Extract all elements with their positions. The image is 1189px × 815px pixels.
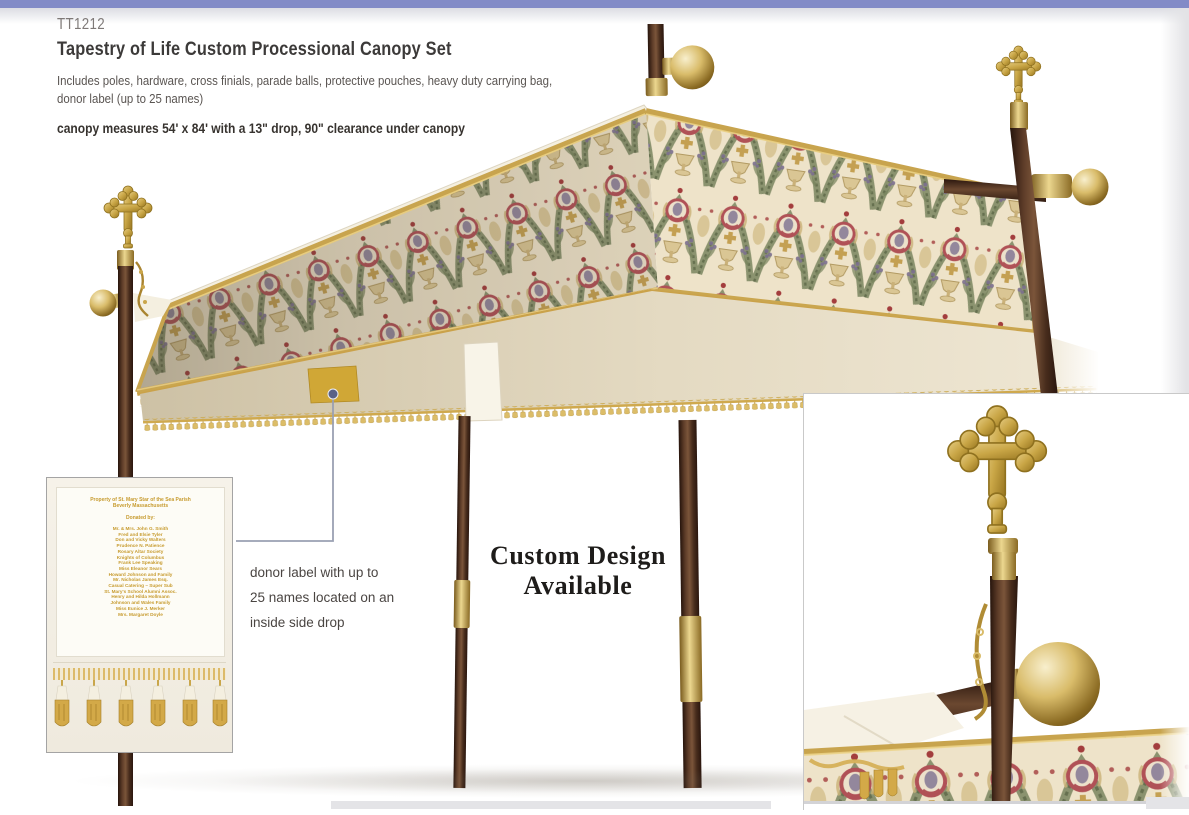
custom-design-line: Available	[523, 571, 633, 600]
donor-name: Miss Eunice J. Merker	[116, 605, 165, 611]
label-tassel-row	[54, 680, 228, 727]
donor-name: Rosary Altar Society	[117, 548, 164, 554]
right-pole-assembly	[944, 45, 1109, 396]
product-title: Tapestry of Life Custom Processional Can…	[57, 39, 452, 60]
gold-tassel-cluster	[859, 768, 898, 800]
donor-label-on-canopy	[307, 365, 360, 404]
donor-caption-line: donor label with up to	[250, 565, 379, 580]
donor-name: Don and Vicky Walters	[115, 537, 166, 543]
donor-name: Mr. Nicholas James Esq.	[113, 577, 168, 583]
donor-name: Mrs. Margaret Doyle	[118, 611, 163, 617]
donor-name: Frank Lee Speaking	[118, 560, 163, 566]
donor-caption-line: inside side drop	[250, 615, 345, 630]
donor-name: Knights of Columbus	[116, 554, 165, 560]
product-header: TT1212 Tapestry of Life Custom Processio…	[57, 16, 590, 136]
canopy-fabric-corner	[804, 692, 964, 756]
pole-fabric-flap	[463, 341, 503, 422]
right-pole	[1010, 128, 1058, 396]
product-description-line1: Includes poles, hardware, cross finials,…	[57, 73, 553, 88]
page-edge-shading	[1161, 8, 1189, 393]
parade-ball	[1071, 168, 1109, 206]
product-measurements: canopy measures 54' x 84' with a 13" dro…	[57, 120, 465, 136]
custom-design-line: Custom Design	[489, 541, 667, 570]
parade-ball	[1016, 642, 1100, 726]
finial-closeup-inset-photo	[803, 393, 1189, 810]
donor-label-callout	[236, 388, 339, 542]
page-bottom-edge	[1146, 797, 1189, 809]
donor-name: St. Mary's School Alumni Assoc.	[104, 588, 177, 594]
donor-name: Miss Eleanor Sears	[119, 565, 162, 571]
donor-donated-by: Donated by:	[126, 515, 155, 521]
parade-ball	[670, 45, 715, 90]
donor-name: Fred and Elsie Tyler	[118, 531, 163, 537]
cross-finial-icon	[995, 45, 1042, 105]
donor-label-caption: donor label with up to 25 names located …	[250, 560, 410, 635]
page-top-bar	[0, 0, 1189, 8]
donor-name: Casual Catering – Super Sub	[108, 583, 173, 589]
donor-name: Mr. & Mrs. John G. Smith	[112, 526, 169, 531]
pole	[990, 576, 1018, 810]
donor-property-line1: Property of St. Mary Star of the Sea Par…	[90, 497, 191, 503]
inner-pole-right	[678, 419, 703, 789]
custom-design-note: Custom Design Available	[462, 541, 694, 601]
donor-name: Henry and Hilda Hollmann	[111, 594, 170, 600]
cross-finial-icon	[103, 185, 153, 249]
donor-name: Prudence N. Patience	[116, 543, 165, 549]
donor-caption-line: 25 names located on an	[250, 590, 395, 605]
label-seam	[53, 662, 226, 663]
brass-chain	[135, 261, 149, 317]
donor-name: Howard Johnson and Family	[108, 571, 173, 577]
label-mini-fringe	[53, 668, 226, 680]
product-description-line2: donor label (up to 25 names)	[57, 91, 204, 106]
inner-pole-left	[453, 415, 471, 789]
donor-name: Johnson and Wales Family	[110, 600, 171, 606]
donor-property-line2: Beverly Massachusetts	[112, 503, 169, 509]
donor-label-card: Property of St. Mary Star of the Sea Par…	[56, 487, 225, 657]
page-bottom-edge	[331, 801, 771, 809]
page-top-fade	[0, 8, 1189, 24]
donor-label-inset-photo: Property of St. Mary Star of the Sea Par…	[46, 477, 233, 753]
product-sku: TT1212	[57, 16, 106, 33]
valance-left-face	[135, 108, 659, 407]
brass-chain	[973, 603, 988, 721]
parade-ball	[89, 289, 117, 317]
